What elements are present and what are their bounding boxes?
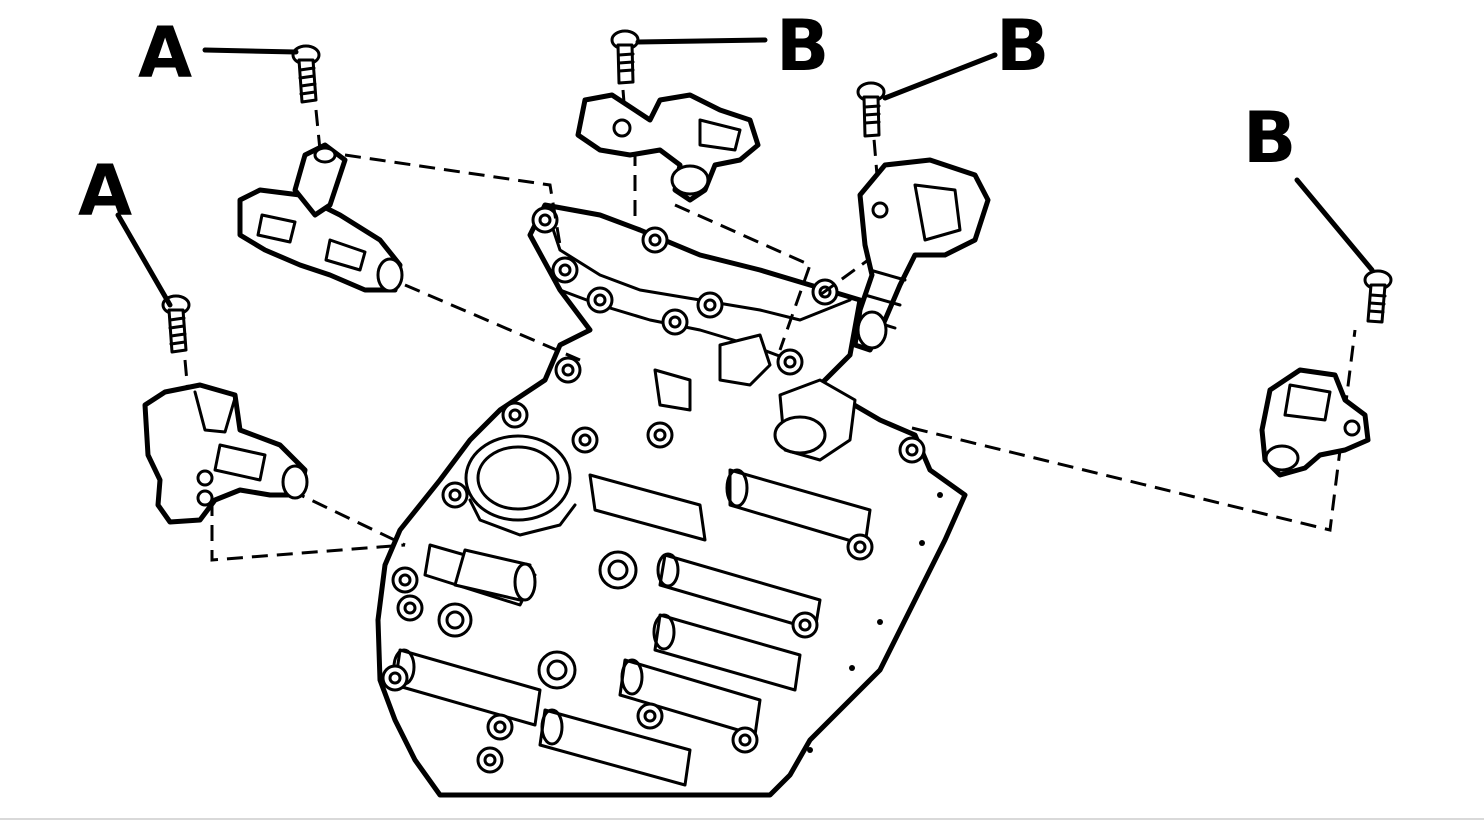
solenoid-b-far — [1259, 367, 1371, 478]
valve-body — [375, 202, 968, 798]
bolt-b-center — [610, 29, 640, 85]
solenoid-a-upper — [237, 142, 404, 293]
solenoid-b-right — [852, 157, 991, 353]
callout-a-top: A — [138, 12, 192, 94]
bolt-b-far — [1363, 269, 1393, 324]
callout-b-right: B — [996, 5, 1049, 87]
bottom-divider — [0, 818, 1484, 820]
bolt-b-right — [856, 81, 886, 138]
callout-b-far: B — [1243, 97, 1296, 179]
solenoid-b-center — [575, 92, 761, 203]
callout-b-center: B — [776, 5, 829, 87]
solenoid-a-lower — [142, 382, 309, 525]
bolt-a-top — [291, 44, 321, 104]
callout-leaders — [115, 37, 1375, 308]
callout-a-left: A — [78, 150, 132, 232]
